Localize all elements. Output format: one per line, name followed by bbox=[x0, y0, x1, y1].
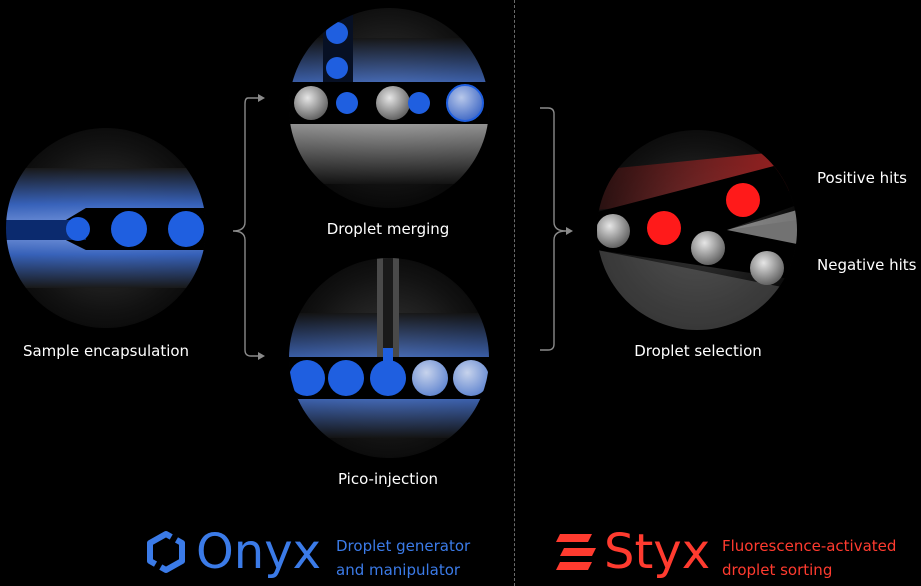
positive-hits-label: Positive hits bbox=[817, 169, 907, 187]
styx-description-line2: droplet sorting bbox=[722, 561, 833, 579]
onyx-description-line1: Droplet generator bbox=[336, 537, 471, 555]
sample-encapsulation-label: Sample encapsulation bbox=[22, 342, 190, 360]
styx-brand: Styx bbox=[556, 528, 710, 576]
onyx-brand: Onyx bbox=[146, 528, 321, 576]
droplet-merging-label: Droplet merging bbox=[326, 220, 450, 238]
section-divider bbox=[514, 0, 515, 586]
onyx-description: Droplet generator and manipulator bbox=[336, 534, 470, 582]
pico-injection-view bbox=[289, 258, 489, 458]
styx-description-line1: Fluorescence-activated bbox=[722, 537, 897, 555]
styx-stripes-logo-icon bbox=[556, 530, 596, 574]
pico-injection-label: Pico-injection bbox=[337, 470, 439, 488]
onyx-description-line2: and manipulator bbox=[336, 561, 461, 579]
sample-encapsulation-view bbox=[6, 128, 206, 328]
negative-hits-label: Negative hits bbox=[817, 256, 917, 274]
styx-description: Fluorescence-activated droplet sorting bbox=[722, 534, 896, 582]
droplet-merging-view bbox=[289, 8, 489, 208]
droplet-selection-label: Droplet selection bbox=[634, 342, 762, 360]
styx-brand-name: Styx bbox=[604, 524, 711, 580]
onyx-hexagon-logo-icon bbox=[146, 530, 186, 574]
onyx-brand-name: Onyx bbox=[196, 524, 322, 580]
droplet-selection-view bbox=[597, 130, 797, 330]
